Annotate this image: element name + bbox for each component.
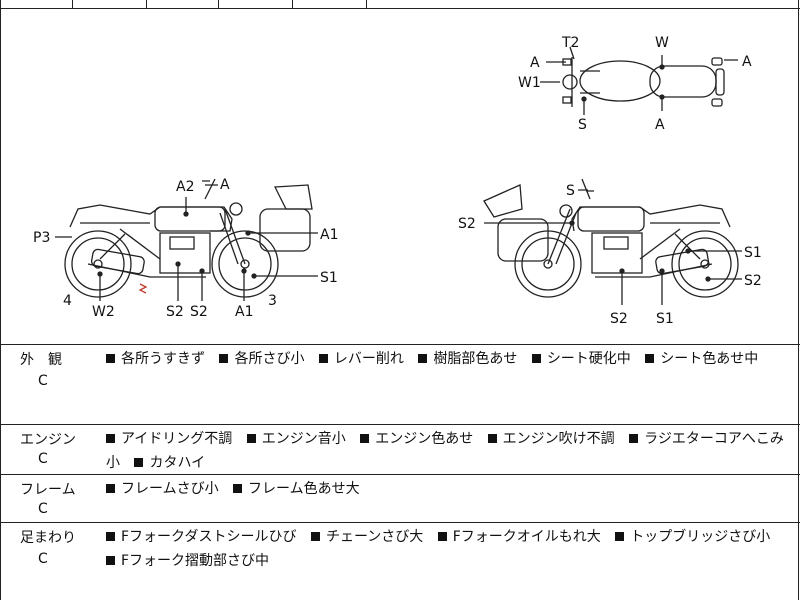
list-item: エンジン音小	[246, 431, 346, 447]
list-item: フレーム色あせ大	[233, 481, 360, 497]
list-item: アイドリング不調	[106, 431, 232, 447]
bullet-square-icon	[629, 434, 639, 443]
label-a1-left-top: A1	[320, 227, 338, 243]
label-s2-left-a: S2	[166, 304, 184, 320]
section-exterior: 外 観 C 各所うすきず 各所さび小 レバー削れ 樹脂部色あせ シート硬化中 シ…	[0, 344, 800, 424]
bullet-square-icon	[233, 484, 243, 493]
section-category: 外 観	[20, 352, 62, 368]
list-item: カタハイ	[134, 455, 205, 471]
section-grade: C	[38, 551, 48, 567]
list-item: トップブリッジさび小	[615, 529, 770, 545]
bullet-square-icon	[437, 532, 447, 541]
list-item: ラジエターコアへこみ小	[106, 431, 784, 471]
label-a-top-bottom: A	[655, 117, 665, 133]
header-cell	[292, 0, 293, 8]
bullet-square-icon	[106, 484, 115, 493]
header-cell	[146, 0, 147, 8]
label-s2-left-b: S2	[190, 304, 208, 320]
bullet-square-icon	[615, 532, 625, 541]
section-category: エンジン	[20, 432, 76, 448]
left-view-bike	[55, 178, 318, 301]
label-p3: P3	[33, 230, 50, 246]
label-w2: W2	[92, 304, 115, 320]
label-s1-right-bottom: S1	[656, 311, 674, 327]
header-cell	[366, 0, 367, 8]
section-category: 足まわり	[20, 530, 76, 546]
label-a1-left-bottom: A1	[235, 304, 253, 320]
list-item: シート色あせ中	[645, 351, 758, 367]
top-view-bike	[540, 46, 738, 115]
list-item: エンジン吹け不調	[487, 431, 615, 447]
label-s-right: S	[566, 183, 575, 199]
section-frame: フレーム C フレームさび小 フレーム色あせ大	[0, 474, 800, 522]
header-cell	[72, 0, 73, 8]
label-a-top-right: A	[742, 54, 752, 70]
section-items: Fフォークダストシールひび チェーンさび大 Fフォークオイルもれ大 トップブリッ…	[106, 525, 786, 573]
label-s2-right-bottom: S2	[610, 311, 628, 327]
bullet-square-icon	[106, 434, 115, 443]
motorcycle-diagram: T2 W A A W1 S A	[0, 9, 800, 344]
bullet-square-icon	[418, 354, 428, 363]
bullet-square-icon	[246, 434, 256, 443]
bullet-square-icon	[360, 434, 370, 443]
label-num-3: 3	[268, 293, 277, 309]
section-grade: C	[38, 373, 48, 389]
list-item: Fフォークダストシールひび	[106, 529, 297, 545]
bullet-square-icon	[106, 556, 115, 565]
section-items: アイドリング不調 エンジン音小 エンジン色あせ エンジン吹け不調 ラジエターコア…	[106, 427, 786, 475]
list-item: シート硬化中	[531, 351, 631, 367]
bullet-square-icon	[645, 354, 655, 363]
bullet-square-icon	[318, 354, 328, 363]
header-cell	[218, 0, 219, 8]
list-item: フレームさび小	[106, 481, 219, 497]
list-item: チェーンさび大	[310, 529, 423, 545]
section-engine: エンジン C アイドリング不調 エンジン音小 エンジン色あせ エンジン吹け不調 …	[0, 424, 800, 474]
section-items: 各所うすきず 各所さび小 レバー削れ 樹脂部色あせ シート硬化中 シート色あせ中	[106, 347, 786, 371]
label-a2: A2	[176, 179, 194, 195]
label-s1-left: S1	[320, 270, 338, 286]
list-item: 樹脂部色あせ	[418, 351, 517, 367]
bullet-square-icon	[106, 354, 115, 363]
label-s1-right-top: S1	[744, 245, 762, 261]
section-chassis: 足まわり C Fフォークダストシールひび チェーンさび大 Fフォークオイルもれ大…	[0, 522, 800, 600]
label-a-top-left: A	[530, 55, 540, 71]
label-s2-right: S2	[744, 273, 762, 289]
bullet-square-icon	[134, 458, 144, 467]
section-category: フレーム	[20, 482, 76, 498]
label-s2-right-top: S2	[458, 216, 476, 232]
list-item: レバー削れ	[318, 351, 404, 367]
list-item: 各所うすきず	[106, 351, 205, 367]
right-view-bike	[483, 178, 742, 305]
diagram-svg: T2 W A A W1 S A	[33, 35, 762, 327]
label-w-top: W	[655, 35, 669, 51]
bullet-square-icon	[219, 354, 229, 363]
bullet-square-icon	[531, 354, 541, 363]
bullet-square-icon	[487, 434, 497, 443]
header-table-edge	[0, 0, 800, 9]
section-grade: C	[38, 501, 48, 517]
bullet-square-icon	[310, 532, 320, 541]
section-items: フレームさび小 フレーム色あせ大	[106, 477, 786, 501]
list-item: Fフォーク摺動部さび中	[106, 553, 269, 569]
label-a-left: A	[220, 177, 230, 193]
section-grade: C	[38, 451, 48, 467]
list-item: Fフォークオイルもれ大	[437, 529, 601, 545]
bullet-square-icon	[106, 532, 115, 541]
label-num-4: 4	[63, 293, 72, 309]
label-t2: T2	[561, 35, 579, 51]
list-item: エンジン色あせ	[360, 431, 473, 447]
label-s-top: S	[578, 117, 587, 133]
list-item: 各所さび小	[219, 351, 304, 367]
label-w1: W1	[518, 75, 541, 91]
